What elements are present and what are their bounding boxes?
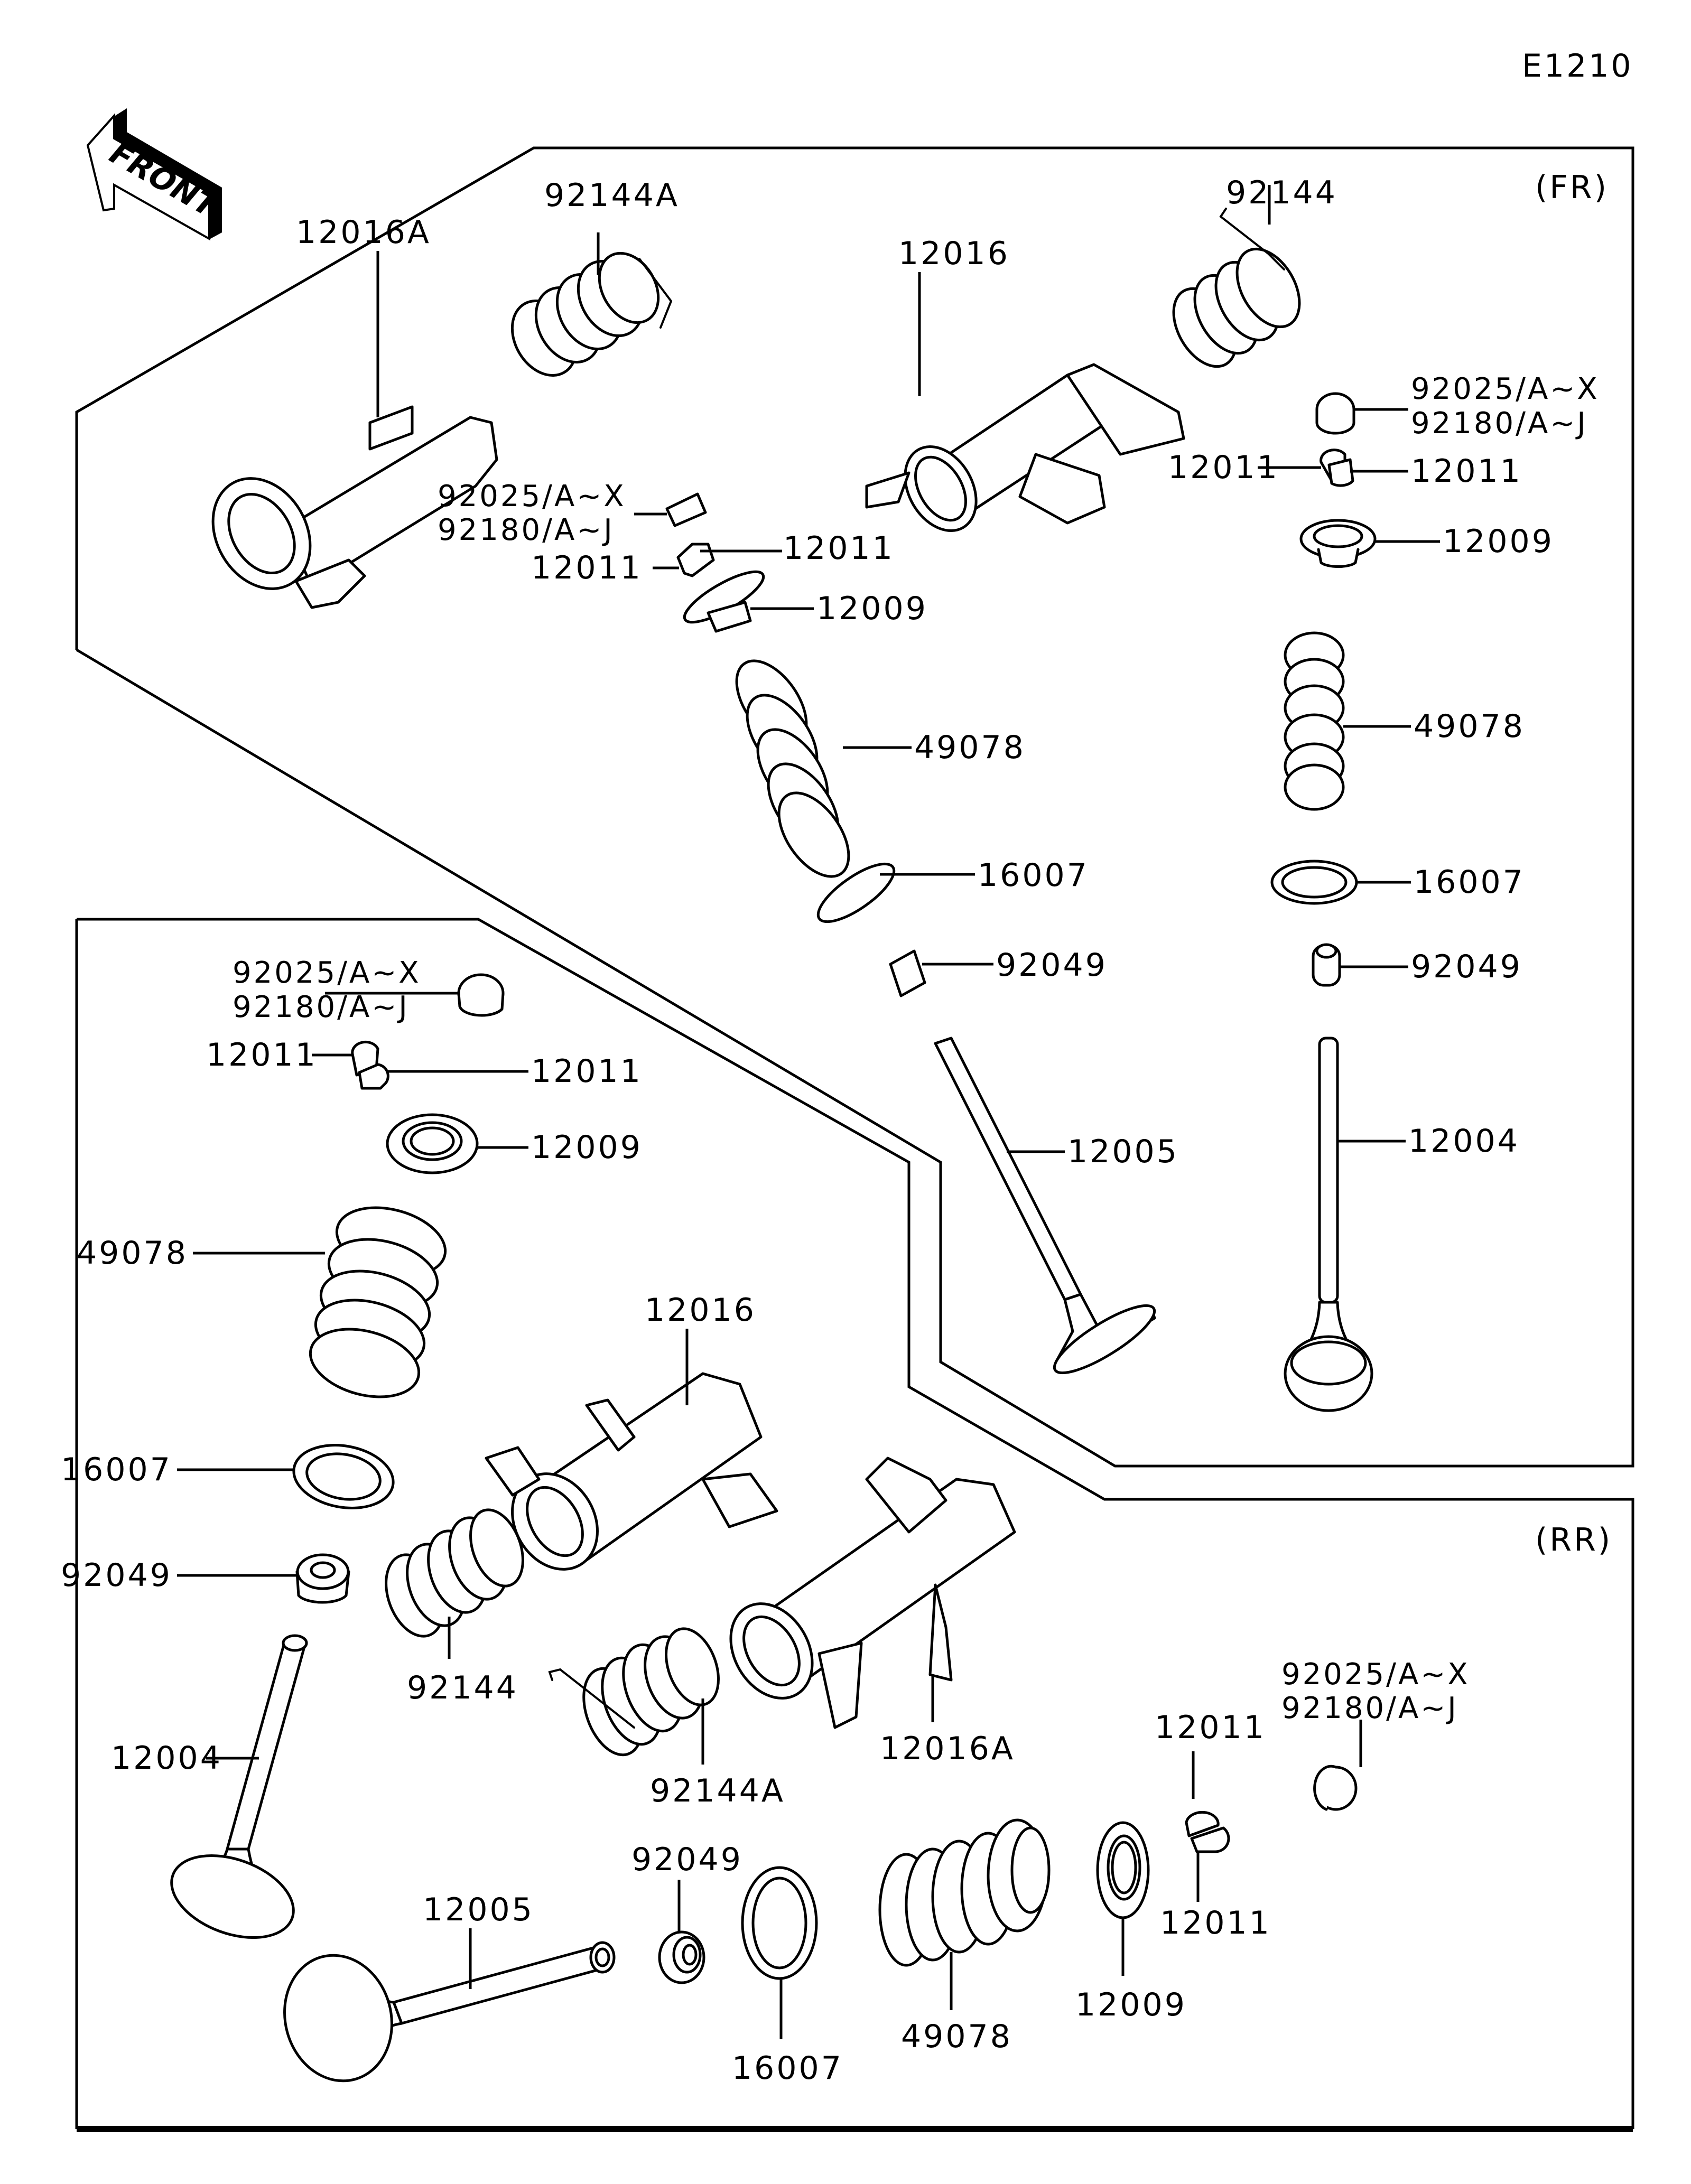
rear-section-frame [77,918,1634,2129]
callout-keeper-rr-left-b: 12011 [531,1053,643,1090]
front-section-frame [75,146,1634,1468]
intake-valve-icon [170,1634,308,1939]
callout-keeper-rr-left-a: 12011 [206,1037,318,1074]
valve-spring-icon [309,1206,447,1398]
spring-retainer-icon [683,570,765,633]
torsion-spring-icon [548,1627,720,1757]
spring-retainer-icon [386,1113,479,1174]
valve-keeper-icon [1320,449,1354,487]
callout-shim-rr-bottom-1: 92025/A~X [1281,1657,1470,1692]
callout-shim-rr-left-1: 92025/A~X [233,956,421,990]
callout-seal-rr-left: 92049 [61,1557,172,1594]
callout-spring-rr-left: 49078 [77,1235,188,1272]
spring-seat-icon [1270,860,1358,905]
spring-retainer-icon [1096,1821,1150,1919]
intake-valve-icon [1284,1037,1373,1412]
callout-shim-fr-right-2: 92180/A~J [1411,406,1588,441]
callout-92144-rr: 92144 [407,1669,518,1706]
valve-stem-seal-icon [658,1930,705,1984]
rear-section-label: (RR) [1535,1522,1612,1558]
rocker-arm-icon [211,405,498,609]
callout-seat-fr-left: 16007 [978,857,1089,894]
callout-92144A: 92144A [544,177,680,214]
callout-spring-rr-bottom: 49078 [901,2018,1012,2055]
spring-seat-icon [741,1866,818,1980]
callout-92144A-rr: 92144A [650,1772,785,1809]
rocker-arm-icon [865,363,1185,532]
callout-valve-fr-right: 12004 [1408,1123,1520,1160]
torsion-spring-icon [385,1508,524,1638]
diagram-code: E1210 [1522,48,1633,85]
callout-keeper-rr-bottom-b: 12011 [1160,1905,1271,1942]
valve-spring-icon [1284,631,1345,811]
callout-12016A-rr: 12016A [880,1730,1015,1767]
callout-shim-fr-right-1: 92025/A~X [1411,372,1600,406]
callout-seat-fr-right: 16007 [1414,864,1525,901]
valve-keeper-icon [1185,1810,1230,1853]
callout-keeper-fr-right-a: 12011 [1168,449,1279,486]
callout-retainer-fr-right: 12009 [1443,523,1554,560]
front-arrow-icon: FRONT [86,108,226,241]
exhaust-valve-icon [934,1037,1156,1375]
valve-keeper-icon [351,1040,389,1090]
shim-icon [1315,392,1355,435]
torsion-spring-icon [510,251,673,377]
callout-valve-rr-bottom: 12005 [423,1891,534,1928]
callout-seal-fr-left: 92049 [996,947,1108,984]
callout-retainer-rr-bottom: 12009 [1075,1986,1187,2023]
callout-seal-fr-right: 92049 [1411,948,1522,985]
exhaust-valve-icon [283,1941,616,2083]
callout-shim-rr-bottom-2: 92180/A~J [1281,1691,1458,1725]
spring-seat-icon [292,1444,395,1509]
spring-seat-icon [816,862,896,923]
callout-seat-rr-left: 16007 [61,1451,172,1488]
callout-shim-rr-left-2: 92180/A~J [233,990,410,1024]
callout-spring-fr-left: 49078 [914,729,1026,766]
shim-icon [665,492,707,527]
callout-spring-fr-right: 49078 [1414,708,1525,745]
rocker-arm-icon [485,1372,778,1571]
rocker-arm-icon [729,1457,1016,1729]
callout-92144-fr: 92144 [1226,174,1337,211]
callout-valve-fr-left: 12005 [1067,1133,1179,1170]
callout-keeper-fr-right-b: 12011 [1411,453,1522,490]
torsion-spring-icon [1172,208,1301,368]
callout-keeper-fr-left-a: 12011 [531,549,643,586]
callout-12016-fr: 12016 [898,235,1010,272]
callout-retainer-rr-left: 12009 [531,1129,643,1166]
front-section-label: (FR) [1535,169,1609,206]
callout-12016A-fr: 12016A [296,214,431,251]
callout-retainer-fr-left: 12009 [816,590,928,627]
valve-stem-seal-icon [1312,943,1341,987]
callout-keeper-fr-left-b: 12011 [783,530,895,567]
callout-shim-fr-left-1: 92025/A~X [438,479,626,514]
callout-valve-rr-left: 12004 [111,1740,222,1777]
shim-icon [457,973,505,1017]
spring-retainer-icon [1299,519,1377,568]
callout-keeper-rr-bottom-a: 12011 [1155,1709,1266,1746]
valve-keeper-icon [676,543,715,577]
valve-stem-seal-icon [295,1553,350,1604]
callout-12016-rr: 12016 [645,1292,756,1329]
valve-spring-icon [735,659,850,878]
callout-seat-rr-bottom: 16007 [732,2050,843,2087]
callout-seal-rr-bottom: 92049 [631,1841,743,1878]
callout-shim-fr-left-2: 92180/A~J [438,513,615,547]
valve-stem-seal-icon [889,949,926,997]
valve-spring-icon [878,1818,1051,1967]
shim-icon [1313,1765,1358,1811]
